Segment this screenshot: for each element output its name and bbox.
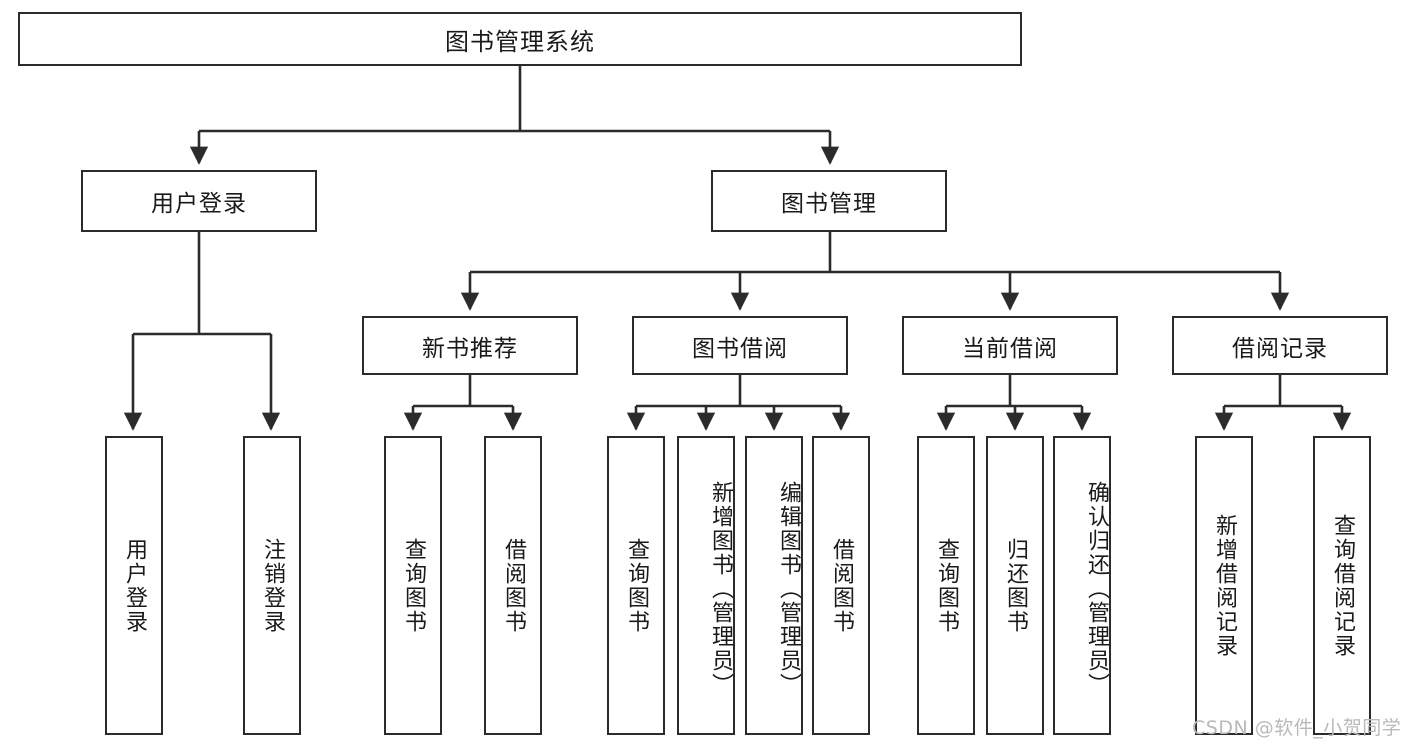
node-current-borrow[interactable]: 当前借阅	[902, 316, 1118, 375]
node-leaf-query-book-2[interactable]: 查询图书	[607, 436, 665, 735]
node-leaf-query-book-3[interactable]: 查询图书	[917, 436, 975, 735]
node-user-login[interactable]: 用户登录	[81, 170, 317, 232]
node-leaf-borrow-book-2[interactable]: 借阅图书	[812, 436, 870, 735]
node-root[interactable]: 图书管理系统	[18, 12, 1022, 66]
node-leaf-user-login-label: 用户登录	[121, 537, 147, 634]
node-book-manage-label: 图书管理	[781, 191, 877, 217]
node-leaf-logout-login-label: 注销登录	[259, 537, 285, 634]
node-leaf-query-borrow-record-label: 查询借阅记录	[1329, 513, 1355, 658]
node-book-borrow-label: 图书借阅	[692, 335, 788, 362]
node-new-book-recommend-label: 新书推荐	[422, 335, 518, 362]
node-leaf-query-book-2-label: 查询图书	[623, 537, 649, 634]
node-current-borrow-label: 当前借阅	[962, 335, 1058, 362]
node-leaf-borrow-book-1-label: 借阅图书	[500, 537, 526, 634]
node-leaf-add-borrow-record[interactable]: 新增借阅记录	[1195, 436, 1253, 735]
node-leaf-add-borrow-record-label: 新增借阅记录	[1211, 513, 1237, 658]
node-leaf-edit-book-admin[interactable]: 编辑图书（管理员）	[745, 436, 803, 735]
node-new-book-recommend[interactable]: 新书推荐	[362, 316, 578, 375]
node-leaf-logout-login[interactable]: 注销登录	[243, 436, 301, 735]
node-leaf-return-book[interactable]: 归还图书	[986, 436, 1044, 735]
node-leaf-query-book-1[interactable]: 查询图书	[384, 436, 442, 735]
node-leaf-confirm-return-admin-label: 确认归还（管理员）	[1084, 480, 1109, 697]
node-borrow-record[interactable]: 借阅记录	[1172, 316, 1388, 375]
csdn-watermark: CSDN @软件_小贺同学	[1192, 717, 1402, 739]
node-leaf-edit-book-admin-label: 编辑图书（管理员）	[776, 480, 801, 697]
node-leaf-borrow-book-2-label: 借阅图书	[828, 537, 854, 634]
node-book-borrow[interactable]: 图书借阅	[632, 316, 848, 375]
node-leaf-query-book-1-label: 查询图书	[400, 537, 426, 634]
node-leaf-confirm-return-admin[interactable]: 确认归还（管理员）	[1053, 436, 1111, 735]
node-leaf-user-login[interactable]: 用户登录	[105, 436, 163, 735]
node-user-login-label: 用户登录	[151, 191, 247, 217]
node-leaf-add-book-admin-label: 新增图书（管理员）	[708, 480, 733, 697]
node-leaf-query-book-3-label: 查询图书	[933, 537, 959, 634]
node-leaf-query-borrow-record[interactable]: 查询借阅记录	[1313, 436, 1371, 735]
node-book-manage[interactable]: 图书管理	[711, 170, 947, 232]
node-leaf-borrow-book-1[interactable]: 借阅图书	[484, 436, 542, 735]
node-leaf-add-book-admin[interactable]: 新增图书（管理员）	[677, 436, 735, 735]
node-root-label: 图书管理系统	[445, 27, 595, 56]
node-borrow-record-label: 借阅记录	[1232, 335, 1328, 362]
node-leaf-return-book-label: 归还图书	[1002, 537, 1028, 634]
